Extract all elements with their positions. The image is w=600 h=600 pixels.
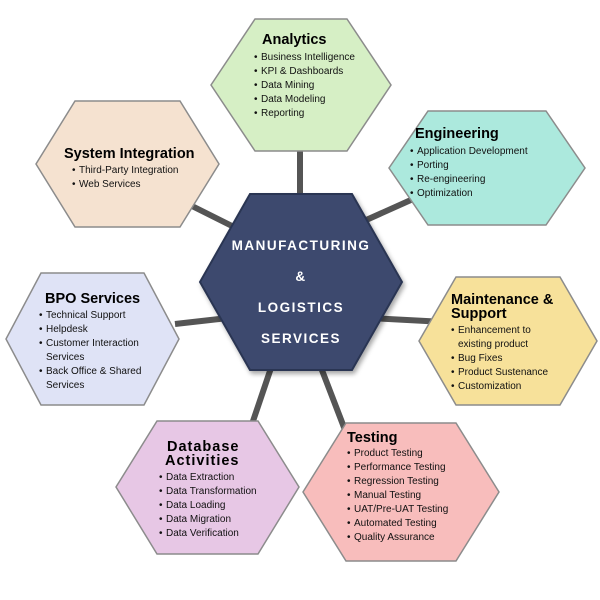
maintenance-title: Maintenance & Support	[451, 292, 571, 322]
maintenance-title-line1: Maintenance &	[451, 292, 554, 308]
maintenance-title-line2: Support	[451, 306, 507, 322]
testing-title: Testing	[347, 430, 398, 446]
connector-database	[247, 364, 275, 431]
list-item: Optimization	[410, 187, 528, 201]
testing-hexagon: Testing Product Testing Performance Test…	[302, 422, 500, 562]
list-item: UAT/Pre-UAT Testing	[347, 503, 448, 517]
connector-bpo	[174, 315, 229, 327]
bpo-title: BPO Services	[45, 291, 141, 307]
list-item: Data Migration	[159, 513, 257, 527]
system-integration-hexagon: System Integration Third-Party Integrati…	[35, 100, 220, 228]
list-item: Performance Testing	[347, 461, 448, 475]
list-item: Porting	[410, 159, 528, 173]
list-item: Enhancement to existing product	[451, 324, 558, 352]
list-item: Manual Testing	[347, 489, 448, 503]
engineering-title: Engineering	[415, 126, 499, 142]
list-item: Bug Fixes	[451, 352, 571, 366]
maintenance-support-hexagon: Maintenance & Support Enhancement to exi…	[418, 276, 598, 406]
system-integration-title: System Integration	[64, 146, 195, 162]
center-line-3: LOGISTICS	[257, 300, 345, 315]
list-item: Data Extraction	[159, 471, 257, 485]
database-list: Data Extraction Data Transformation Data…	[159, 471, 257, 541]
database-title: Database Activities	[159, 439, 257, 469]
list-item: Re-engineering	[410, 173, 528, 187]
list-item: Product Sustenance	[451, 366, 571, 380]
list-item: Data Modeling	[254, 93, 355, 107]
center-line-1: MANUFACTURING	[231, 238, 371, 253]
connector-testing	[317, 363, 348, 432]
system-integration-list: Third-Party Integration Web Services	[64, 164, 195, 192]
list-item: Data Transformation	[159, 485, 257, 499]
list-item: Technical Support	[39, 309, 157, 323]
list-item: Quality Assurance	[347, 531, 448, 545]
list-item: Automated Testing	[347, 517, 448, 531]
list-item: Application Development	[410, 145, 528, 159]
testing-list: Product Testing Performance Testing Regr…	[347, 447, 448, 545]
analytics-title: Analytics	[262, 32, 327, 48]
list-item: Helpdesk	[39, 323, 157, 337]
list-item: Customization	[451, 380, 571, 394]
engineering-list: Application Development Porting Re-engin…	[410, 145, 528, 201]
database-title-line2: Activities	[165, 453, 240, 469]
engineering-hexagon: Engineering Application Development Port…	[388, 110, 586, 226]
analytics-list: Business Intelligence KPI & Dashboards D…	[254, 51, 355, 121]
bpo-services-hexagon: BPO Services Technical Support Helpdesk …	[5, 272, 180, 406]
list-item: Back Office & Shared Services	[39, 365, 158, 393]
list-item: Reporting	[254, 107, 355, 121]
center-hexagon-shape	[198, 193, 404, 371]
list-item: Product Testing	[347, 447, 448, 461]
list-item: Data Loading	[159, 499, 257, 513]
list-item: KPI & Dashboards	[254, 65, 355, 79]
database-title-line1: Database	[167, 439, 240, 455]
list-item: Data Verification	[159, 527, 257, 541]
center-hexagon: MANUFACTURING & LOGISTICS SERVICES	[198, 192, 404, 372]
database-activities-hexagon: Database Activities Data Extraction Data…	[115, 420, 300, 555]
analytics-hexagon: Analytics Business Intelligence KPI & Da…	[210, 18, 392, 152]
bpo-list: Technical Support Helpdesk Customer Inte…	[39, 309, 157, 393]
list-item: Business Intelligence	[254, 51, 355, 65]
list-item: Third-Party Integration	[72, 164, 195, 178]
list-item: Regression Testing	[347, 475, 448, 489]
list-item: Web Services	[72, 178, 195, 192]
center-line-4: SERVICES	[260, 331, 342, 346]
maintenance-list: Enhancement to existing product Bug Fixe…	[451, 324, 571, 394]
center-line-2: &	[295, 269, 307, 284]
list-item: Data Mining	[254, 79, 355, 93]
list-item: Customer Interaction Services	[39, 337, 158, 365]
